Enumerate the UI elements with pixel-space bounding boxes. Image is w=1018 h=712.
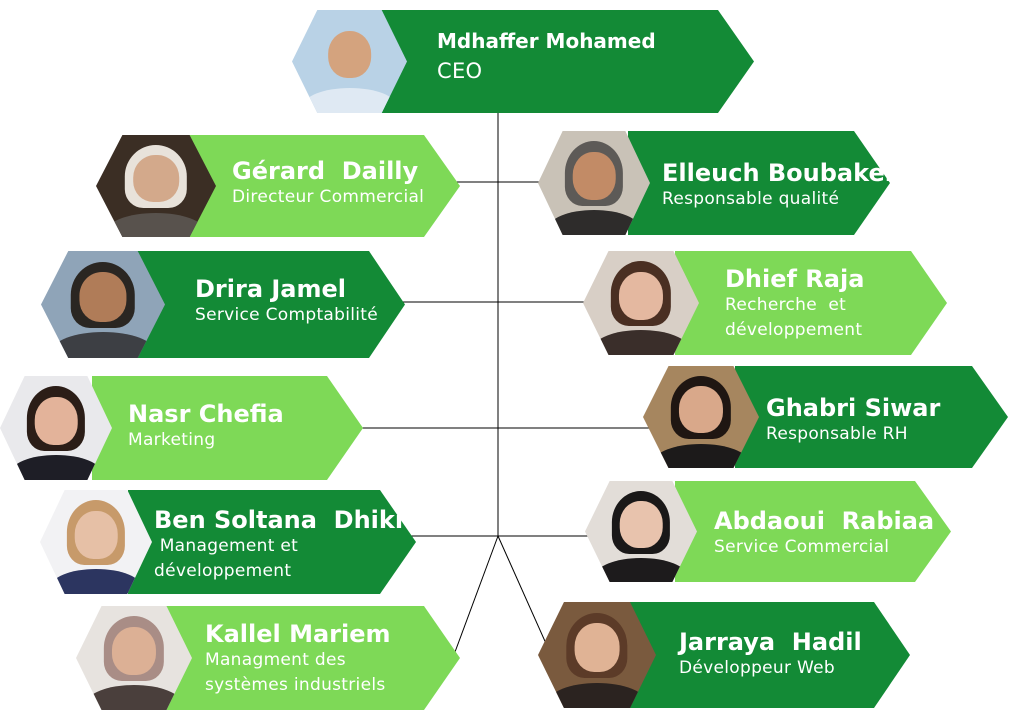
member-photo [538, 131, 650, 235]
member-banner [628, 131, 890, 235]
member-role: Directeur Commercial [232, 187, 425, 207]
member-role: Service Commercial [714, 537, 890, 557]
member-card: Ghabri Siwar Responsable RH [643, 366, 1008, 468]
member-name: Kallel Mariem [205, 620, 391, 648]
member-banner [630, 602, 910, 708]
ceo-role: CEO [437, 59, 483, 83]
member-banner [675, 481, 951, 582]
member-photo [538, 602, 656, 708]
member-role: Managment des systèmes industriels [205, 650, 386, 695]
member-banner [166, 606, 460, 710]
member-banner [735, 366, 1008, 468]
member-card: Abdaoui Rabiaa Service Commercial [585, 481, 951, 582]
member-card: Elleuch Boubaker Responsable qualité [538, 131, 897, 235]
member-photo [40, 490, 152, 594]
member-card: Nasr Chefia Marketing [0, 376, 363, 480]
member-photo [41, 251, 165, 358]
member-role: Recherche et développement [725, 295, 863, 340]
member-card: Kallel Mariem Managment des systèmes ind… [76, 606, 460, 710]
member-photo [643, 366, 759, 468]
member-banner [92, 376, 363, 480]
member-card: Gérard Dailly Directeur Commercial [96, 135, 460, 237]
member-card: Dhief Raja Recherche et développement [583, 251, 947, 355]
member-role: Service Comptabilité [195, 305, 379, 325]
member-role: Marketing [128, 430, 216, 450]
member-name: Ben Soltana Dhikra [154, 506, 423, 534]
member-role: Développeur Web [679, 658, 835, 678]
member-name: Elleuch Boubaker [662, 159, 897, 187]
member-banner [188, 135, 460, 237]
member-banner [128, 490, 416, 594]
member-name: Ghabri Siwar [766, 394, 941, 422]
member-name: Gérard Dailly [232, 157, 419, 185]
member-role: Management et développement [154, 536, 299, 581]
member-photo [585, 481, 697, 582]
member-banner [675, 251, 947, 355]
member-card: Ben Soltana Dhikra Management et dévelop… [40, 490, 423, 594]
ceo-card: Mdhaffer Mohamed CEO [292, 10, 754, 113]
member-photo [96, 135, 216, 237]
member-name: Abdaoui Rabiaa [714, 507, 935, 535]
member-role: Responsable RH [766, 424, 908, 444]
member-name: Drira Jamel [195, 275, 347, 303]
ceo-name: Mdhaffer Mohamed [437, 29, 656, 53]
member-banner [137, 251, 405, 358]
member-name: Dhief Raja [725, 265, 865, 293]
member-name: Jarraya Hadil [679, 628, 862, 656]
member-photo [0, 376, 112, 480]
member-card: Jarraya Hadil Développeur Web [538, 602, 910, 708]
member-photo [583, 251, 699, 355]
member-photo [76, 606, 192, 710]
ceo-photo [292, 10, 407, 113]
member-card: Drira Jamel Service Comptabilité [41, 251, 405, 358]
ceo-banner [374, 10, 754, 113]
member-role: Responsable qualité [662, 189, 840, 209]
member-name: Nasr Chefia [128, 400, 284, 428]
